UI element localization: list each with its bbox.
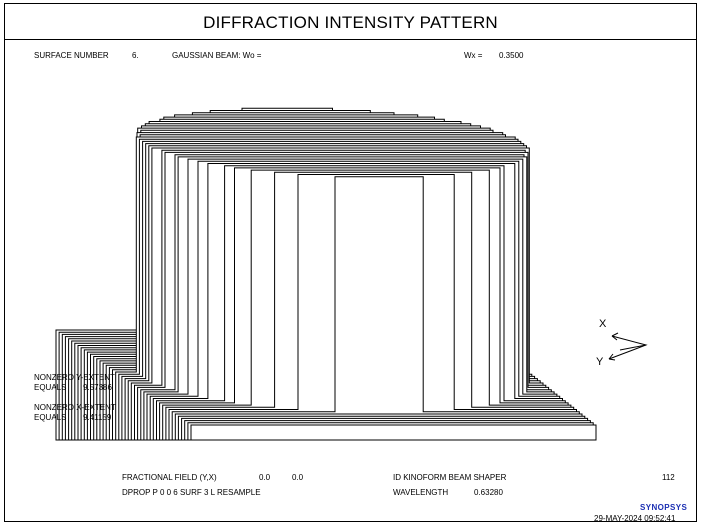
x-arrow-head <box>611 332 619 341</box>
surface-profile-line <box>190 424 597 441</box>
x-extent-value: 9.41159 <box>83 413 112 422</box>
x-extent-label: NONZERO X-EXTENT <box>34 403 116 412</box>
y-axis-label: Y <box>596 356 604 368</box>
surface-lines <box>55 107 597 441</box>
axes-lines <box>608 335 648 360</box>
surface-number-value: 6. <box>132 51 139 60</box>
x-axis-label: X <box>599 318 607 330</box>
y-extent-value: 9.57386 <box>83 383 112 392</box>
title-bar: DIFFRACTION INTENSITY PATTERN <box>5 4 696 40</box>
axes-back-line <box>619 344 647 351</box>
fractional-field-label: FRACTIONAL FIELD (Y,X) <box>122 473 217 482</box>
synopsys-logo: SYNOPSYS <box>640 503 688 512</box>
fractional-field-y: 0.0 <box>259 473 271 482</box>
wx-value: 0.3500 <box>499 51 524 60</box>
x-extent-equals: EQUALS <box>34 413 67 422</box>
lens-name: ID KINOFORM BEAM SHAPER <box>393 473 507 482</box>
wx-label: Wx = <box>464 51 483 60</box>
wavelength-value: 0.63280 <box>474 488 503 497</box>
timestamp: 29-MAY-2024 09:52:41 <box>594 514 676 523</box>
fractional-field-x: 0.0 <box>292 473 304 482</box>
gaussian-beam-label: GAUSSIAN BEAM: Wo = <box>172 51 262 60</box>
y-arrow-head <box>608 353 616 361</box>
y-extent-label: NONZERO Y-EXTENT <box>34 373 115 382</box>
axes-indicator-icon <box>608 332 648 361</box>
surface-profile-line <box>171 176 580 441</box>
command-line: DPROP P 0 0 6 SURF 3 L RESAMPLE <box>122 488 261 497</box>
surface-number-label: SURFACE NUMBER <box>34 51 109 60</box>
lens-number: 112 <box>662 473 675 482</box>
plot-window: DIFFRACTION INTENSITY PATTERN <box>4 3 697 522</box>
page-title: DIFFRACTION INTENSITY PATTERN <box>203 13 498 32</box>
wavelength-label: WAVELENGTH <box>393 488 449 497</box>
y-extent-equals: EQUALS <box>34 383 67 392</box>
